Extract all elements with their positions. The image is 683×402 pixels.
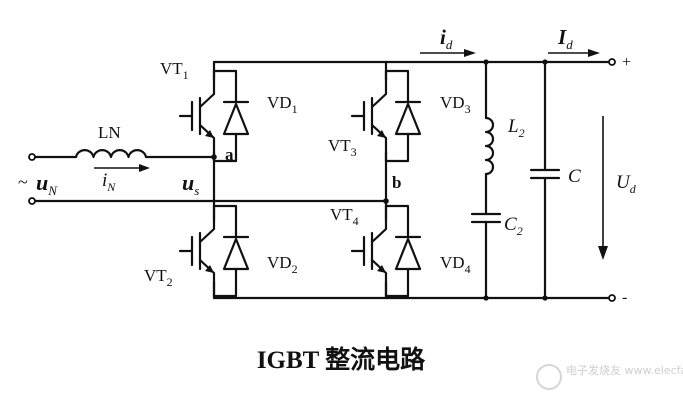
ud-arrow-icon [598, 246, 608, 260]
label-vt4: VT4 [330, 205, 359, 228]
label-un: uN [36, 170, 58, 198]
label-l2: L2 [507, 116, 525, 140]
igbt-vt2 [178, 204, 250, 298]
id-arrow-icon [464, 49, 476, 57]
inductor-ln [74, 149, 148, 159]
label-c2: C2 [504, 214, 523, 238]
label-minus: - [622, 289, 627, 306]
label-node-a: a [225, 145, 234, 164]
label-in: iN [102, 170, 116, 194]
label-c: C [568, 166, 581, 187]
label-ud: Ud [616, 172, 637, 196]
label-us: us [182, 170, 199, 198]
label-vt3: VT3 [328, 136, 357, 159]
Id-arrow-icon [588, 49, 600, 57]
igbt-vt3 [350, 69, 422, 163]
label-vd1: VD1 [267, 93, 298, 116]
igbt-vt4 [350, 204, 422, 298]
label-vt2: VT2 [144, 266, 173, 289]
label-vd2: VD2 [267, 253, 298, 276]
label-id: id [440, 25, 453, 52]
label-ln: LN [98, 123, 121, 142]
label-plus: + [622, 54, 631, 71]
inductor-l2 [484, 116, 495, 176]
watermark: 电子发烧友 www.elecfans.com [536, 363, 683, 390]
caption: IGBT 整流电路 [257, 346, 426, 374]
label-tilde: ~ [18, 172, 28, 192]
in-arrow-icon [139, 164, 150, 172]
label-vt1: VT1 [160, 59, 189, 82]
watermark-text: 电子发烧友 www.elecfans.com [566, 363, 683, 377]
label-Id: Id [557, 25, 573, 52]
label-node-b: b [392, 173, 401, 192]
label-vd4: VD4 [440, 253, 471, 276]
igbt-vt1 [178, 69, 250, 163]
label-vd3: VD3 [440, 93, 471, 116]
